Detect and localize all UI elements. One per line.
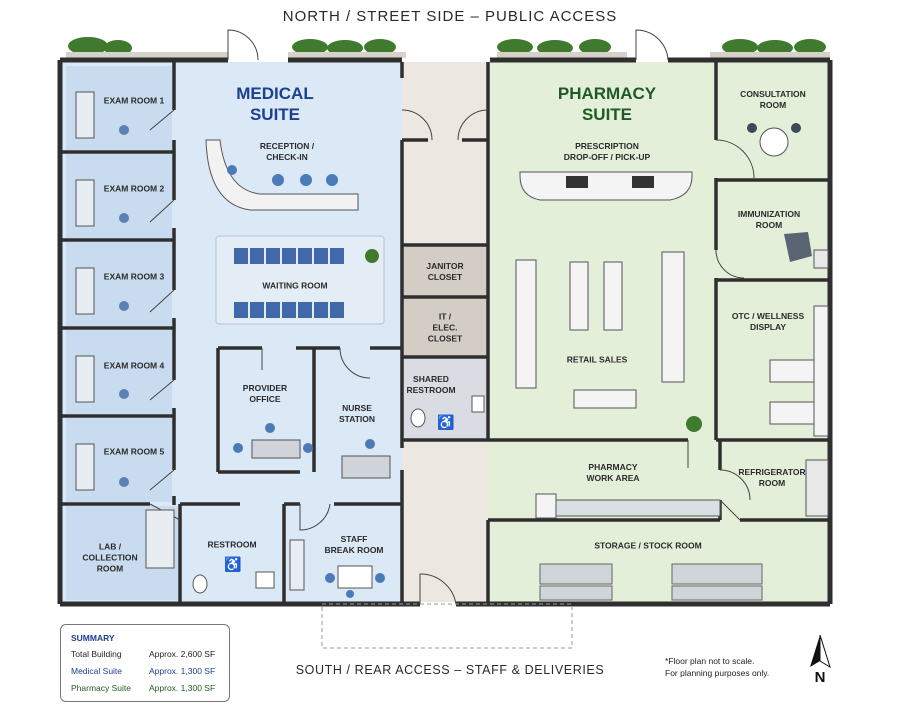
room-label-prescription: PRESCRIPTION DROP-OFF / PICK-UP <box>563 141 651 162</box>
summary-label: Pharmacy Suite <box>71 683 131 693</box>
room-label-reception: RECEPTION / CHECK-IN <box>259 141 315 162</box>
south-rear-label: SOUTH / REAR ACCESS – STAFF & DELIVERIES <box>295 663 605 677</box>
pharmacy-suite-title: PHARMACY SUITE <box>557 84 657 124</box>
summary-value: Approx. 2,600 SF <box>149 649 216 659</box>
room-label-storage: STORAGE / STOCK ROOM <box>594 540 702 551</box>
north-street-label: NORTH / STREET SIDE – PUBLIC ACCESS <box>282 8 618 25</box>
it-closet-area <box>402 297 488 357</box>
janitor-closet-area <box>402 245 488 297</box>
room-label-it: IT / ELEC. CLOSET <box>427 311 463 344</box>
room-label-exam-2: EXAM ROOM 2 <box>103 183 165 194</box>
note-line: *Floor plan not to scale. <box>665 656 755 666</box>
room-label-provider: PROVIDER OFFICE <box>242 383 288 404</box>
room-label-otc: OTC / WELLNESS DISPLAY <box>731 311 805 332</box>
room-label-pharmacy-work: PHARMACY WORK AREA <box>586 462 640 483</box>
room-label-shared-restroom: SHARED RESTROOM <box>406 374 456 395</box>
summary-box: SUMMARY Total Building Approx. 2,600 SF … <box>60 624 230 702</box>
room-label-consultation: CONSULTATION ROOM <box>740 89 806 110</box>
summary-label: Total Building <box>71 649 122 659</box>
summary-value: Approx. 1,300 SF <box>149 683 216 693</box>
prescription-counter <box>519 171 693 201</box>
compass-label: N <box>814 669 826 686</box>
summary-row-total: Total Building Approx. 2,600 SF <box>71 649 221 659</box>
north-arrow-icon <box>810 634 831 669</box>
room-label-staff-break: STAFF BREAK ROOM <box>324 534 384 555</box>
scale-note: *Floor plan not to scale. For planning p… <box>665 655 769 679</box>
medical-suite-title: MEDICAL SUITE <box>236 84 314 124</box>
north-arrow: N <box>806 633 834 693</box>
room-label-exam-5: EXAM ROOM 5 <box>103 446 165 457</box>
room-label-nurse: NURSE STATION <box>338 403 376 424</box>
room-label-waiting: WAITING ROOM <box>262 280 328 291</box>
summary-row-pharmacy: Pharmacy Suite Approx. 1,300 SF <box>71 683 221 693</box>
room-label-refrigerator: REFRIGERATOR ROOM <box>738 467 806 488</box>
wheelchair-icon: ♿ <box>437 414 455 430</box>
room-label-immunization: IMMUNIZATION ROOM <box>737 209 801 230</box>
summary-label: Medical Suite <box>71 666 123 676</box>
room-label-retail: RETAIL SALES <box>566 354 628 365</box>
room-label-lab: LAB / COLLECTION ROOM <box>82 541 138 574</box>
summary-row-medical: Medical Suite Approx. 1,300 SF <box>71 666 221 676</box>
room-label-exam-3: EXAM ROOM 3 <box>103 271 165 282</box>
room-label-janitor: JANITOR CLOSET <box>426 261 464 282</box>
room-label-exam-4: EXAM ROOM 4 <box>103 360 165 371</box>
reception-desk <box>205 139 359 211</box>
room-label-exam-1: EXAM ROOM 1 <box>103 95 165 106</box>
room-label-restroom: RESTROOM <box>207 539 257 550</box>
wheelchair-icon: ♿ <box>224 556 242 572</box>
note-line: For planning purposes only. <box>665 668 770 678</box>
summary-value: Approx. 1,300 SF <box>149 666 216 676</box>
summary-title: SUMMARY <box>71 633 115 643</box>
